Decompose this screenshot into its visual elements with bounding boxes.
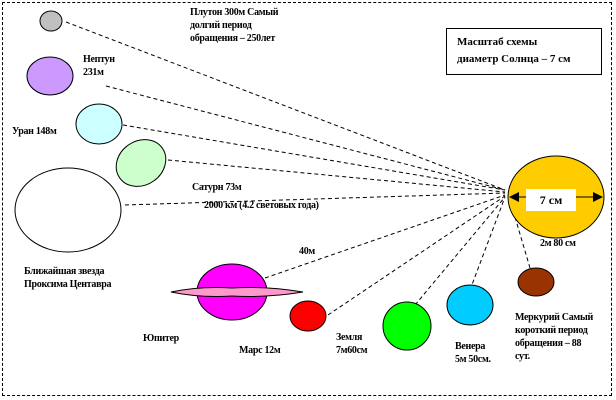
scale-line-1: Масштаб схемы	[457, 36, 538, 48]
jupiter-line	[264, 194, 506, 279]
saturn-line	[167, 159, 506, 193]
mars-line	[327, 195, 506, 316]
jupiter-ring	[170, 287, 304, 297]
earth-label-line: Земля	[336, 332, 363, 343]
mars-planet	[289, 300, 327, 332]
earth-line	[414, 196, 506, 306]
mercury-label-line: сут.	[515, 351, 530, 362]
neptune-planet	[26, 56, 74, 96]
jupiter-label: Юпитер	[143, 333, 179, 344]
saturn-planet	[115, 139, 167, 187]
neptune-label: Нептун 231м	[83, 53, 115, 79]
pluto-label-line: Плутон 300м Самый	[190, 7, 279, 18]
proxima-label: Ближайшая звезда Проксима Центавра	[24, 265, 111, 291]
proxima-label-line: Ближайшая звезда	[24, 266, 105, 277]
orbit-lines	[65, 21, 531, 316]
mercury-label-line: короткий период	[515, 325, 588, 336]
neptune-label-line: Нептун	[83, 54, 115, 65]
venus-label-line: 5м 50см.	[455, 354, 491, 365]
pluto-label-line: обращения – 250лет	[190, 33, 275, 44]
uranus-planet	[75, 103, 123, 145]
neptune-line	[105, 85, 506, 191]
proxima-line	[124, 192, 506, 206]
pluto-planet	[39, 10, 63, 32]
mercury-label-line: обращения – 88	[515, 338, 582, 349]
proxima-centauri-star	[14, 167, 122, 253]
saturn-label: Сатурн 73м	[192, 182, 242, 193]
earth-label: Земля 7м60см	[336, 331, 368, 357]
proxima-distance-label: 2000 км (4.2 световых года)	[204, 200, 319, 211]
uranus-label: Уран 148м	[12, 126, 57, 137]
diagram-frame	[2, 2, 612, 396]
pluto-label: Плутон 300м Самый долгий период обращени…	[190, 6, 279, 45]
uranus-line	[122, 124, 506, 191]
earth-label-line: 7м60см	[336, 345, 368, 356]
venus-planet	[446, 284, 494, 326]
earth-planet	[382, 301, 432, 351]
pluto-line	[65, 21, 506, 191]
jupiter-distance-label: 40м	[299, 246, 315, 257]
venus-label: Венера 5м 50см.	[455, 340, 491, 366]
mercury-planet	[517, 267, 555, 297]
pluto-label-line: долгий период	[190, 20, 252, 31]
sun-diameter-label: 7 см	[526, 189, 576, 211]
venus-label-line: Венера	[455, 341, 486, 352]
mercury-label: Меркурий Самый короткий период обращения…	[515, 311, 593, 363]
neptune-label-line: 231м	[83, 67, 104, 78]
mercury-label-line: Меркурий Самый	[515, 312, 593, 323]
proxima-label-line: Проксима Центавра	[24, 279, 112, 290]
sun-distance-label: 2м 80 см	[540, 238, 576, 249]
mars-label: Марс 12м	[239, 345, 281, 356]
scale-legend-box: Масштаб схемы диаметр Солнца – 7 см	[446, 28, 602, 75]
venus-line	[469, 196, 506, 291]
scale-line-2: диаметр Солнца – 7 см	[457, 53, 571, 65]
